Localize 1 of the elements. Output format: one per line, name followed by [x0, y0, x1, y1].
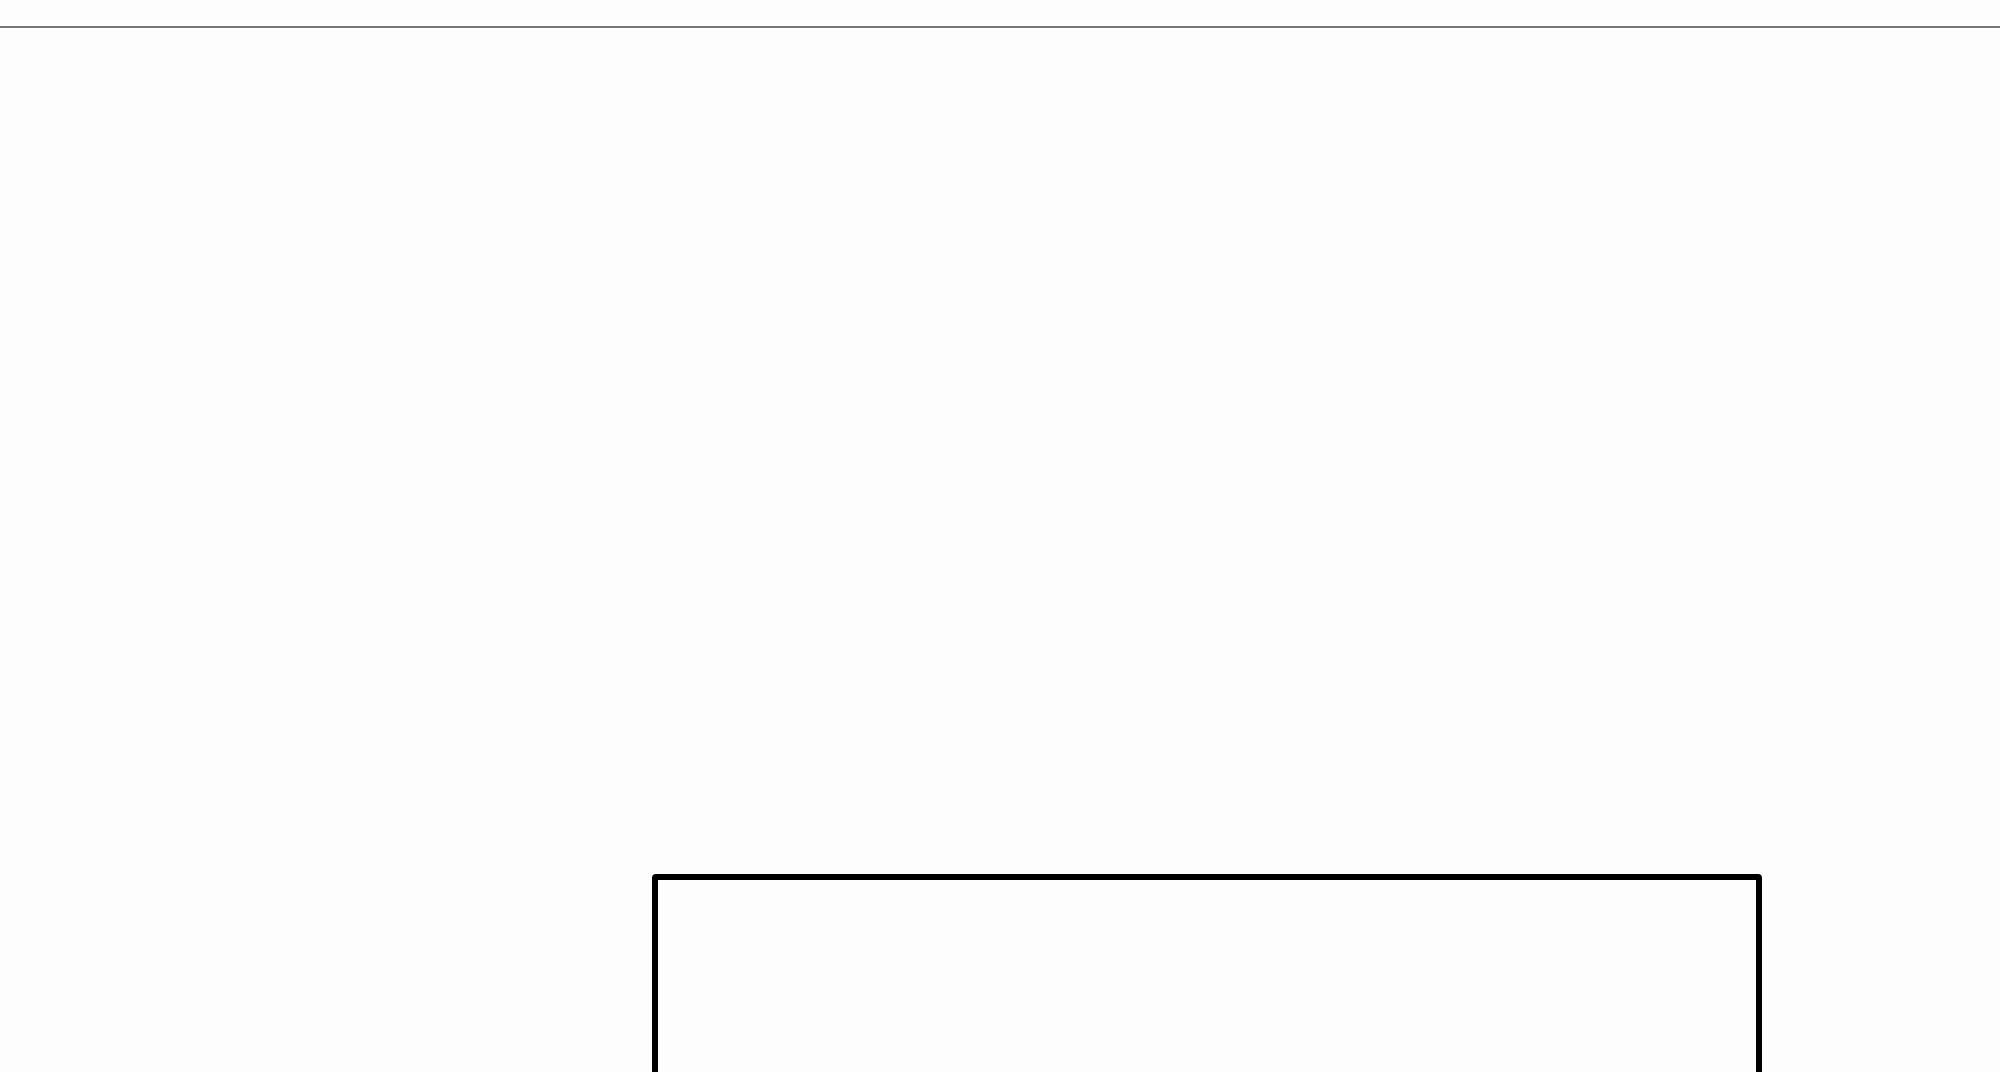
empty-box: [652, 874, 1762, 1072]
